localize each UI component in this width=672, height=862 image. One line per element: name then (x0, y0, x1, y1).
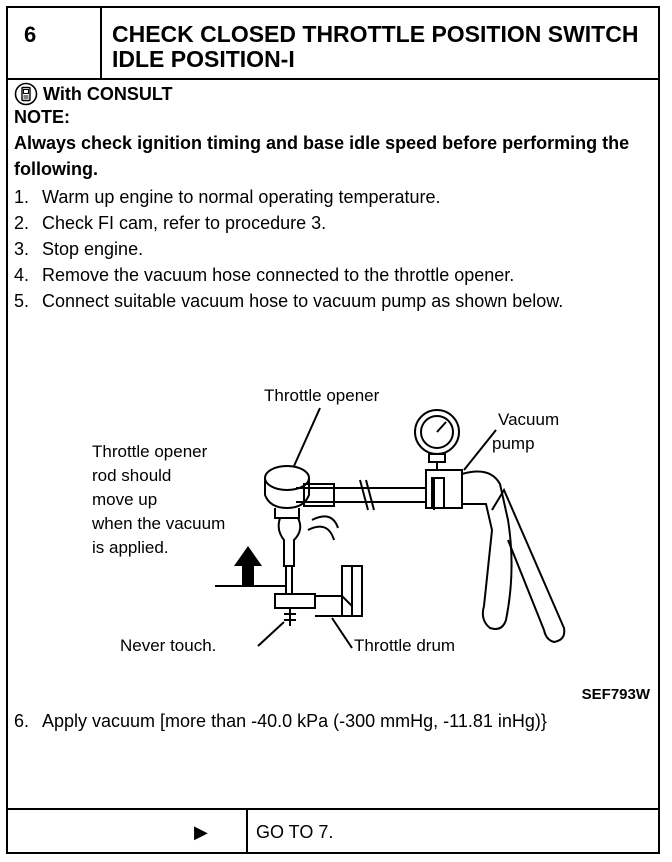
note-text: Always check ignition timing and base id… (14, 133, 630, 179)
list-item: 6. Apply vacuum [more than -40.0 kPa (-3… (14, 708, 640, 734)
goto-link[interactable]: GO TO 7. (256, 822, 334, 842)
list-item: 3.Stop engine. (14, 239, 144, 259)
figure-code: SEF793W (581, 686, 650, 703)
list-item: 4.Remove the vacuum hose connected to th… (14, 265, 515, 285)
label-rod-line-1: Throttle opener (92, 442, 208, 461)
footer-divider (246, 810, 248, 854)
note-label: NOTE: (14, 107, 70, 127)
label-throttle-opener: Throttle opener (264, 386, 380, 405)
step-number: 6 (24, 22, 37, 47)
label-never-touch: Never touch. (120, 636, 217, 655)
consult-label: With CONSULT (43, 84, 173, 104)
consult-line: With CONSULT (14, 82, 640, 106)
label-rod-line-5: is applied. (92, 538, 169, 557)
label-rod-line-3: move up (92, 490, 158, 509)
header-divider (100, 8, 102, 78)
throttle-diagram (215, 407, 566, 649)
label-throttle-drum: Throttle drum (354, 636, 456, 655)
vacuum-pump-illustration: Throttle opener Vacuum pump Throttle ope… (80, 370, 640, 700)
label-rod-line-2: rod should (92, 466, 172, 485)
label-vacuum: Vacuum (498, 410, 560, 429)
step-six-text: Apply vacuum [more than -40.0 kPa (-300 … (42, 711, 547, 731)
arrow-right-icon: ▶ (194, 822, 208, 842)
list-item: 1.Warm up engine to normal operating tem… (14, 187, 441, 207)
result-row: ▶ GO TO 7. (8, 808, 658, 854)
consult-tester-icon (14, 82, 38, 106)
step-title: CHECK CLOSED THROTTLE POSITION SWITCH ID… (112, 21, 639, 72)
label-pump: pump (492, 434, 535, 453)
procedure-body: With CONSULT NOTE: Always check ignition… (14, 82, 640, 314)
list-item: 5.Connect suitable vacuum hose to vacuum… (14, 291, 564, 311)
label-rod-line-4: when the vacuum (92, 514, 226, 533)
procedure-table: 6 CHECK CLOSED THROTTLE POSITION SWITCH … (6, 6, 660, 854)
step-header: 6 CHECK CLOSED THROTTLE POSITION SWITCH … (8, 8, 658, 80)
list-item: 2.Check FI cam, refer to procedure 3. (14, 213, 327, 233)
step-list: 1.Warm up engine to normal operating tem… (14, 184, 640, 314)
step-six-number: 6. (14, 711, 30, 731)
